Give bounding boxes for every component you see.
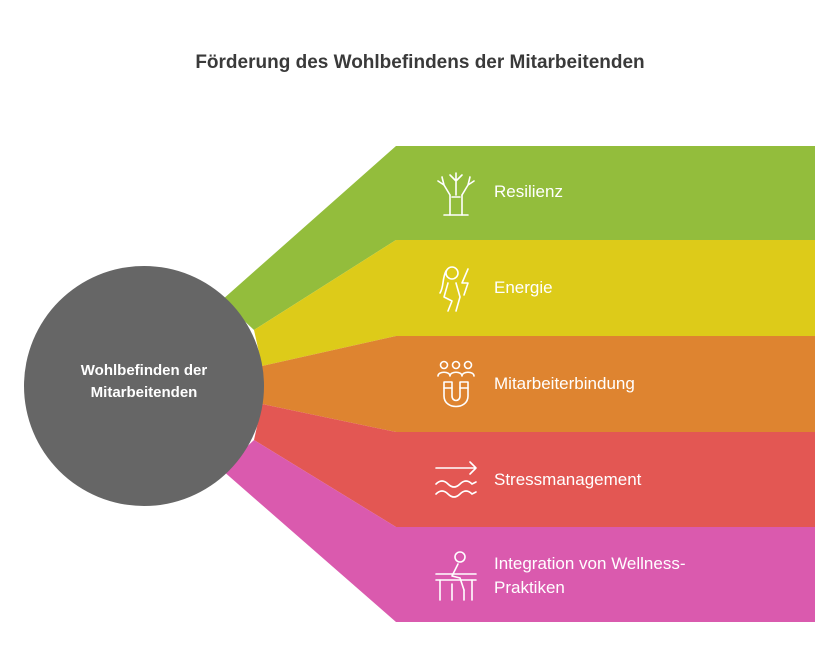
person-desk-icon [430,550,482,602]
band-label-mitarbeiterbindung: Mitarbeiterbindung [494,372,814,396]
hub-circle [24,266,264,506]
tree-icon [430,165,482,217]
magnet-people-icon [430,358,482,410]
band-energie [254,240,815,366]
band-label-text: Integration von Wellness- [494,554,686,573]
page-title: Förderung des Wohlbefindens der Mitarbei… [195,52,645,73]
waves-arrow-icon [430,454,482,506]
hub-label-line1: Wohlbefinden der [80,362,208,379]
band-mitarbeiterbindung [262,336,815,432]
band-wellness [222,440,815,622]
band-label-energie: Energie [494,276,814,300]
band-label-wellness: Integration von Wellness- Praktiken [494,552,814,600]
band-label-text: Energie [494,278,553,297]
hub-label-line2: Mitarbeitenden [90,384,198,401]
lightning-person-icon [430,261,482,313]
band-stressmanagement [254,404,815,527]
band-label-text: Stressmanagement [494,470,642,489]
band-label-resilienz: Resilienz [494,180,814,204]
band-label-stressmanagement: Stressmanagement [494,468,814,492]
band-label-text: Mitarbeiterbindung [494,374,635,393]
band-resilienz [222,146,815,330]
hub-label: Wohlbefinden der Mitarbeitenden [44,360,244,404]
band-label-text: Resilienz [494,182,563,201]
band-label-text-line2: Praktiken [494,578,565,597]
